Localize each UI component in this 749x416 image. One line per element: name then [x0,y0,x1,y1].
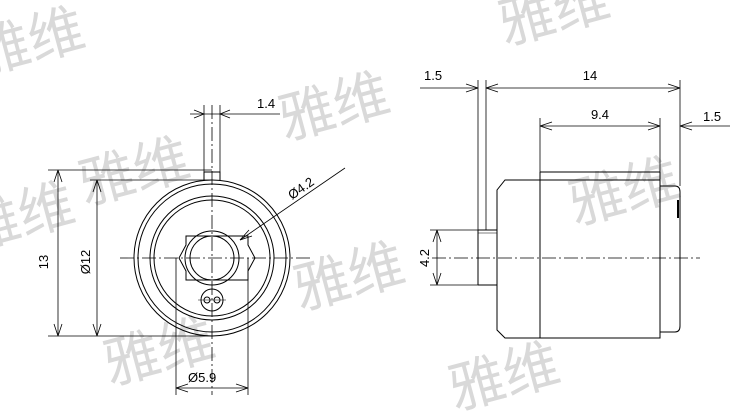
watermark-group: 雅维 雅维 雅维 雅维 雅维 雅维 雅维 雅维 雅维 [0,0,687,416]
side-dimensions [420,80,730,286]
side-body [539,179,661,339]
flange-inner-circle [137,183,287,333]
dim-4-2-label: 4.2 [417,249,432,267]
dim-dia4-2-arrow [239,229,253,241]
dim-9-4-label: 9.4 [591,107,609,122]
dim-4-2-arrow-bottom [432,272,442,286]
watermark-text: 雅维 [0,0,92,89]
dim-14-arrow-left [485,83,499,93]
dim-4-2-arrow-top [432,229,442,243]
dim-dia12-arrow-top [92,179,102,193]
watermark-text: 雅维 [492,0,617,59]
dim-1-4-arrow-right [219,109,231,119]
dim-14-label: 14 [583,68,597,83]
dim-14-arrow-right [667,83,681,93]
dim-9-4-arrow-right [647,121,661,131]
dim-dia5-9-label: Ø5.9 [188,370,216,385]
watermark-text: 雅维 [442,332,567,416]
dim-1-5-left-arrow [465,83,479,93]
dim-1-5-right-arrow [679,121,693,131]
watermark-text: 雅维 [72,127,197,219]
key-notch [203,171,221,181]
dim-13-arrow-top [53,169,63,183]
dim-1-4-arrow-left [193,109,205,119]
front-dimensions [48,105,346,395]
body-inner-circle [153,199,271,317]
dim-dia5-9-arrow-left [175,383,189,393]
watermark-text: 雅维 [287,232,412,324]
watermark-text: 雅维 [272,62,397,154]
watermark-text: 雅维 [562,147,687,239]
dim-1-5-left-label: 1.5 [424,68,442,83]
watermark-text: 雅维 [0,172,82,264]
dim-dia5-9-arrow-right [235,383,249,393]
side-shaft [477,229,497,286]
dim-dia12-arrow-bottom [92,323,102,337]
side-flange-outline [496,179,541,339]
dim-dia4-2-leader [239,167,346,241]
dim-13-arrow-bottom [53,323,63,337]
dim-dia12-label: Ø12 [78,250,93,275]
dim-13-label: 13 [36,255,51,269]
dim-1-4-label: 1.4 [257,96,275,111]
dim-9-4-arrow-left [539,121,553,131]
side-body-rear-cap [660,185,681,333]
shaft-bore-circle [189,235,235,281]
dim-1-5-right-label: 1.5 [703,109,721,124]
shaft-circle [184,230,240,286]
side-view [432,171,700,339]
body-circle [149,195,275,321]
